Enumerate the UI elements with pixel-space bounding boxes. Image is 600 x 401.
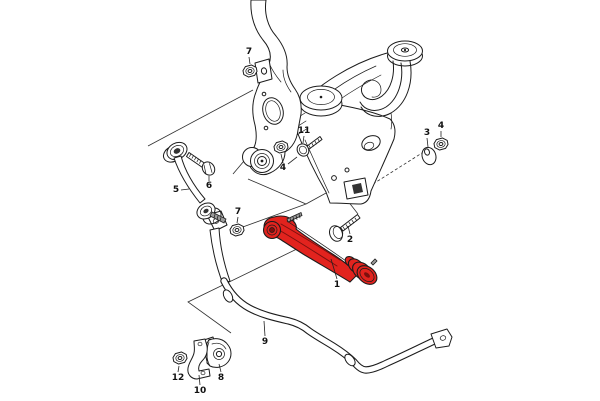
callout-leader-1	[330, 258, 338, 280]
subframe-web	[293, 103, 396, 205]
knuckle-hole	[262, 97, 284, 125]
bolt-2	[329, 214, 361, 242]
callout-1: 1	[334, 280, 340, 290]
callout-7: 7	[246, 47, 252, 57]
nut-4-right	[432, 136, 450, 152]
subframe-hook-stem	[359, 60, 412, 130]
track-control-arm-highlighted	[262, 211, 378, 285]
callout-4: 4	[438, 121, 444, 131]
subframe-right-mount	[387, 40, 423, 67]
subframe	[292, 40, 423, 205]
bar-collar	[344, 353, 356, 367]
callout-leader-7	[248, 56, 251, 65]
bolt-11	[296, 136, 323, 157]
clamp-bushing-8	[203, 336, 232, 368]
callout-10: 10	[194, 386, 207, 396]
callout-11: 11	[298, 126, 311, 136]
clamp-bracket-10	[187, 338, 211, 380]
subframe-bolt-hole	[331, 175, 337, 181]
callout-12: 12	[172, 373, 185, 383]
callout-2: 2	[347, 235, 353, 245]
callout-leader-7	[236, 216, 239, 224]
callout-leader-3	[426, 137, 429, 148]
callout-leader-4	[280, 153, 284, 164]
callout-8: 8	[218, 373, 224, 383]
callout-9: 9	[262, 337, 268, 347]
stabilizer-bar	[206, 210, 453, 374]
callout-3: 3	[424, 128, 430, 138]
callout-5: 5	[173, 185, 179, 195]
callout-6: 6	[206, 181, 212, 191]
arm-rear-bushing-stack	[344, 256, 378, 285]
nut-7-lower	[228, 222, 246, 238]
bar-collar	[222, 289, 234, 303]
stabilizer-link	[162, 141, 227, 225]
callout-leader-5	[180, 188, 190, 191]
wheel-carrier	[242, 0, 302, 176]
washer-3	[421, 146, 437, 166]
callout-leader-12	[177, 365, 180, 373]
callout-4: 4	[280, 163, 286, 173]
nut-12	[171, 350, 189, 366]
bar-strap	[209, 227, 231, 285]
link-stud	[209, 211, 227, 224]
subframe-oval-hole	[361, 135, 381, 151]
callout-leader-11	[302, 135, 305, 144]
alignment-lines	[147, 89, 423, 334]
callout-leader-9	[263, 320, 266, 337]
subframe-left-mount	[299, 85, 343, 117]
callout-leader-2	[347, 225, 351, 235]
bar-end-tab	[430, 328, 453, 349]
callout-7: 7	[235, 207, 241, 217]
callout-leader-10	[198, 374, 201, 386]
link-rod	[173, 155, 206, 204]
bolt-6	[186, 152, 216, 176]
callout-leader-8	[218, 363, 222, 373]
